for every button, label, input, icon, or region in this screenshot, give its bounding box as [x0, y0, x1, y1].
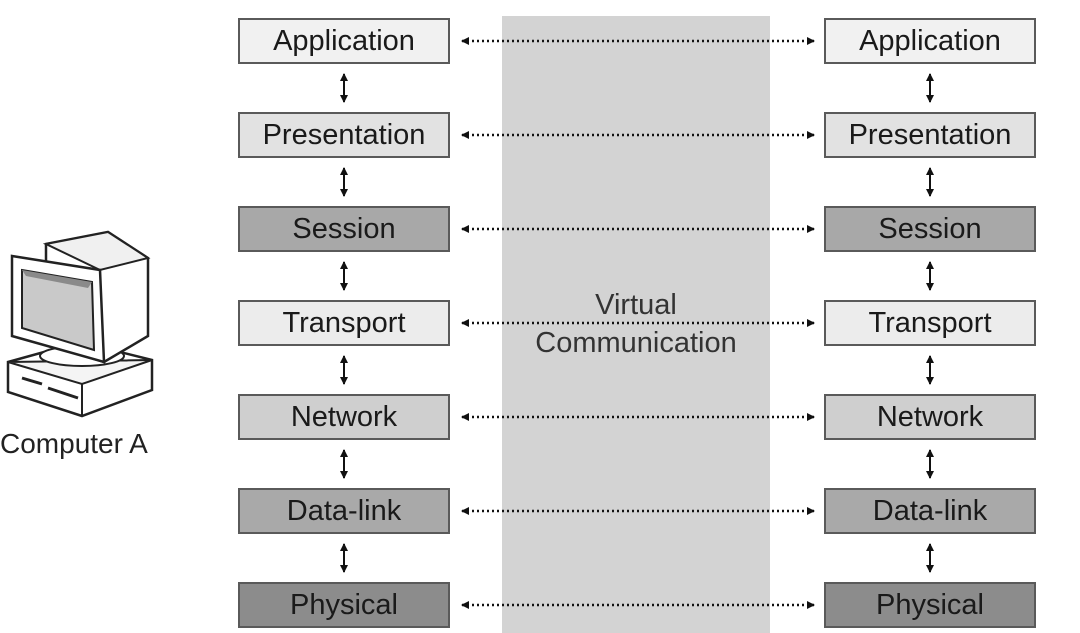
right-layer-physical: Physical: [824, 582, 1036, 628]
virtual-communication-label: Virtual Communication: [502, 286, 770, 362]
left-layer-data-link: Data-link: [238, 488, 450, 534]
right-layer-data-link: Data-link: [824, 488, 1036, 534]
virtual-label-line-1: Virtual: [595, 289, 677, 321]
virtual-label-line-2: Communication: [535, 327, 737, 359]
right-layer-application: Application: [824, 18, 1036, 64]
computer-icon: [6, 230, 154, 418]
left-layer-presentation: Presentation: [238, 112, 450, 158]
right-layer-transport: Transport: [824, 300, 1036, 346]
right-layer-network: Network: [824, 394, 1036, 440]
left-layer-physical: Physical: [238, 582, 450, 628]
left-layer-network: Network: [238, 394, 450, 440]
right-layer-session: Session: [824, 206, 1036, 252]
computer-a-label: Computer A: [0, 428, 148, 459]
right-layer-presentation: Presentation: [824, 112, 1036, 158]
left-layer-application: Application: [238, 18, 450, 64]
left-layer-session: Session: [238, 206, 450, 252]
left-layer-transport: Transport: [238, 300, 450, 346]
